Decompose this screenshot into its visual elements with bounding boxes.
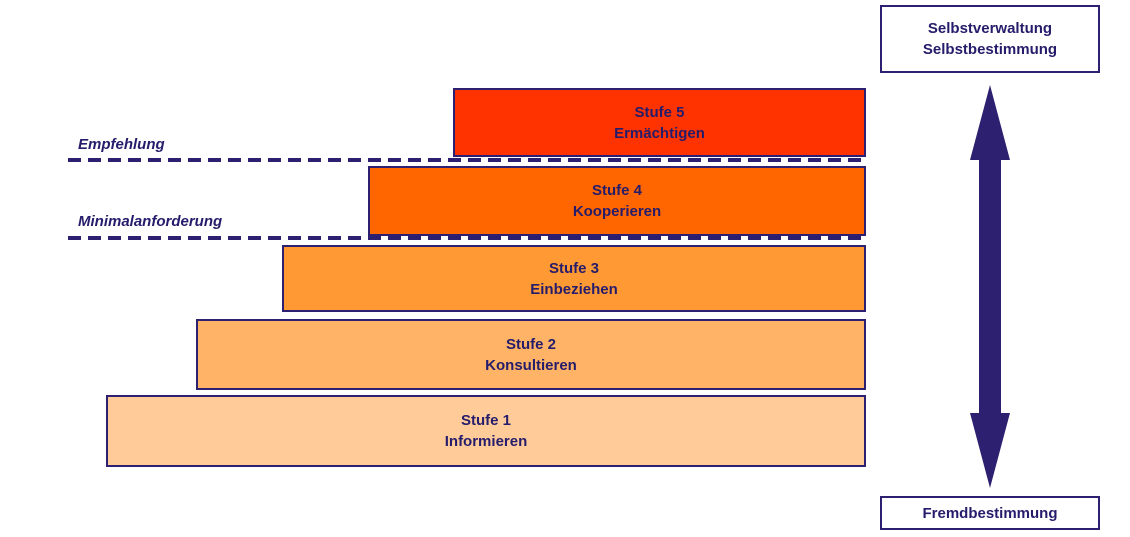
step-subtitle: Einbeziehen <box>530 280 618 298</box>
self-determination-line2: Selbstbestimmung <box>922 41 1058 58</box>
step-bar-stufe-1: Stufe 1 Informieren <box>106 395 866 467</box>
step-subtitle: Ermächtigen <box>614 124 705 142</box>
step-bar-stufe-2: Stufe 2 Konsultieren <box>196 319 866 390</box>
step-title: Stufe 3 <box>548 259 599 277</box>
threshold-label-minimalanforderung: Minimalanforderung <box>78 213 223 230</box>
threshold-dashed-line-minimalanforderung <box>68 236 866 240</box>
self-determination-box: Selbstverwaltung Selbstbestimmung <box>880 5 1100 73</box>
threshold-label-empfehlung: Empfehlung <box>78 136 165 153</box>
step-bar-stufe-3: Stufe 3 Einbeziehen <box>282 245 866 312</box>
step-bar-stufe-5: Stufe 5 Ermächtigen <box>453 88 866 157</box>
external-determination-box: Fremdbestimmung <box>880 496 1100 530</box>
self-determination-line1: Selbstverwaltung <box>927 20 1053 37</box>
step-title: Stufe 5 <box>634 103 685 121</box>
double-arrow-shape <box>970 85 1010 488</box>
step-bar-stufe-4: Stufe 4 Kooperieren <box>368 166 866 236</box>
step-subtitle: Informieren <box>444 433 528 450</box>
step-title: Stufe 1 <box>460 412 511 429</box>
step-subtitle: Kooperieren <box>572 203 662 220</box>
step-title: Stufe 2 <box>505 335 556 353</box>
external-determination-label: Fremdbestimmung <box>922 504 1058 522</box>
step-title: Stufe 4 <box>591 182 642 199</box>
double-arrow-icon <box>960 83 1020 493</box>
step-subtitle: Konsultieren <box>485 356 577 374</box>
threshold-dashed-line-empfehlung <box>68 158 866 162</box>
